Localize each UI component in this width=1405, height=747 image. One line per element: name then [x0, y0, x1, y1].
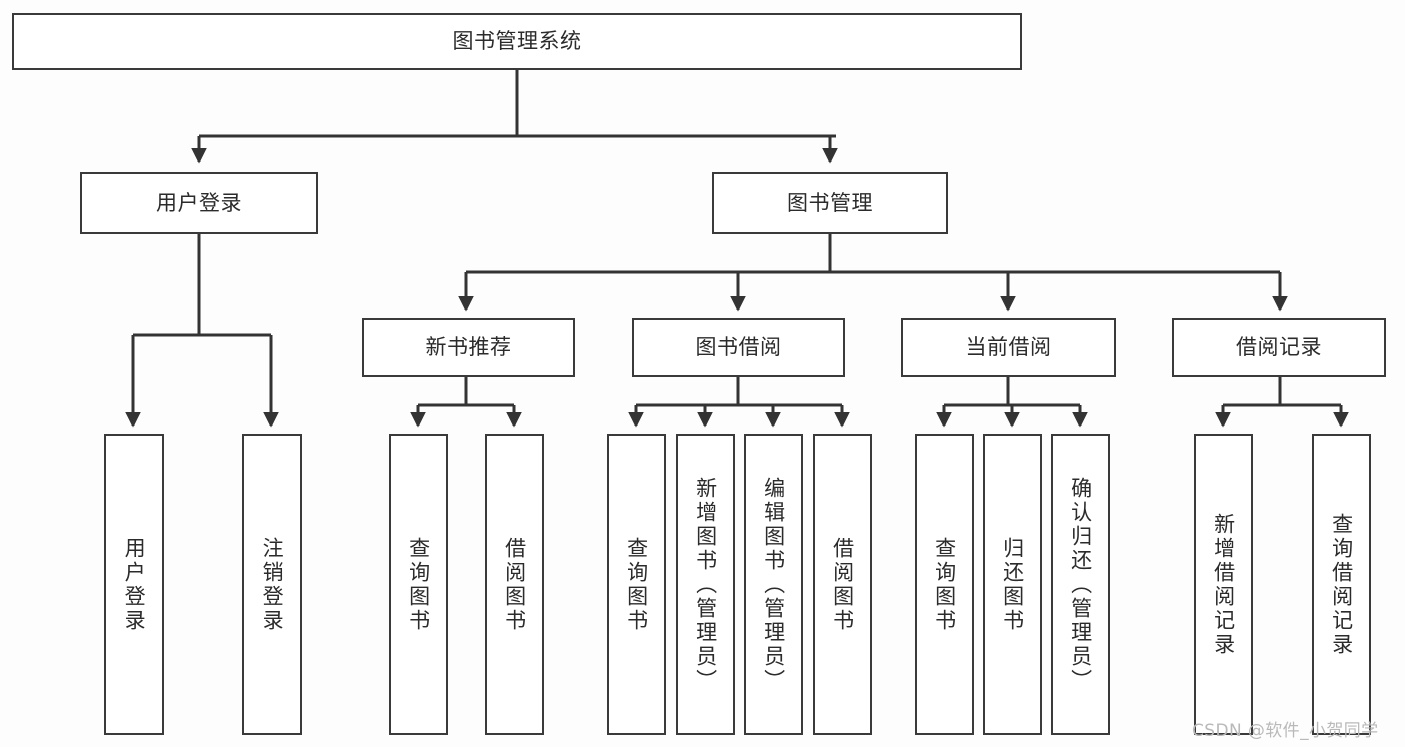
node-label: 查询图书	[932, 536, 957, 633]
node-borrow-record[interactable]: 借阅记录	[1172, 318, 1386, 377]
leaf-borrow-borrow-book[interactable]: 借阅图书	[813, 434, 872, 735]
node-label: 图书管理	[787, 190, 873, 215]
node-label: 新书推荐	[425, 335, 512, 360]
node-book-management[interactable]: 图书管理	[712, 172, 948, 234]
node-label: 用户登录	[122, 536, 147, 633]
node-label: 新增借阅记录	[1211, 512, 1236, 657]
leaf-current-confirm-return-admin[interactable]: 确认归还（管理员）	[1051, 434, 1110, 735]
node-label: 注销登录	[260, 536, 285, 633]
node-label: 归还图书	[1000, 536, 1025, 633]
node-label: 借阅图书	[830, 536, 855, 633]
leaf-record-query-borrow-record[interactable]: 查询借阅记录	[1312, 434, 1371, 735]
node-root-book-management-system[interactable]: 图书管理系统	[12, 13, 1022, 70]
node-new-book-recommend[interactable]: 新书推荐	[362, 318, 575, 377]
node-label: 借阅图书	[502, 536, 527, 633]
node-label: 图书借阅	[695, 335, 782, 360]
node-label: 查询借阅记录	[1329, 512, 1354, 657]
node-label: 查询图书	[406, 536, 431, 633]
node-label: 编辑图书（管理员）	[761, 476, 786, 693]
node-label: 用户登录	[156, 190, 242, 215]
leaf-borrow-query-book[interactable]: 查询图书	[607, 434, 666, 735]
leaf-user-logout[interactable]: 注销登录	[242, 434, 302, 735]
node-label: 查询图书	[624, 536, 649, 633]
node-book-borrow[interactable]: 图书借阅	[632, 318, 845, 377]
node-label: 图书管理系统	[452, 29, 582, 54]
node-label: 确认归还（管理员）	[1068, 476, 1093, 693]
leaf-current-query-book[interactable]: 查询图书	[915, 434, 974, 735]
leaf-recommend-borrow-book[interactable]: 借阅图书	[485, 434, 544, 735]
leaf-current-return-book[interactable]: 归还图书	[983, 434, 1042, 735]
node-label: 借阅记录	[1236, 335, 1322, 360]
node-current-borrow[interactable]: 当前借阅	[901, 318, 1116, 377]
leaf-borrow-edit-book-admin[interactable]: 编辑图书（管理员）	[744, 434, 803, 735]
leaf-user-login[interactable]: 用户登录	[104, 434, 164, 735]
leaf-recommend-query-book[interactable]: 查询图书	[389, 434, 448, 735]
node-label: 新增图书（管理员）	[693, 476, 718, 693]
leaf-record-add-borrow-record[interactable]: 新增借阅记录	[1194, 434, 1253, 735]
leaf-borrow-add-book-admin[interactable]: 新增图书（管理员）	[676, 434, 735, 735]
node-user-login[interactable]: 用户登录	[80, 172, 318, 234]
node-label: 当前借阅	[965, 335, 1052, 360]
